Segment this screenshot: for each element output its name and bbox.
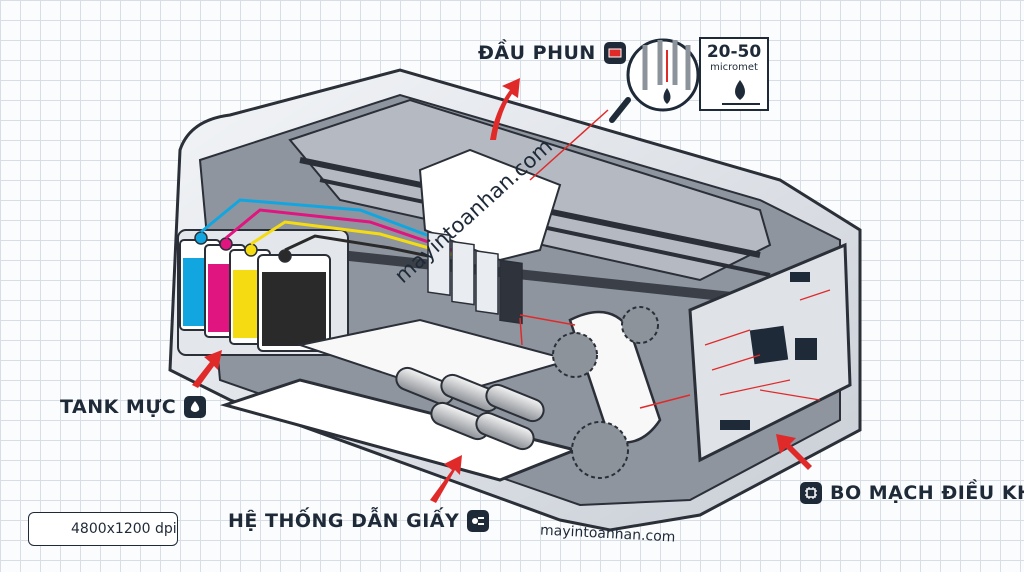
arrow-to-paper: [430, 455, 462, 503]
feed-rollers: [395, 366, 545, 451]
control-board: [688, 242, 852, 463]
microchip-icon: [800, 482, 822, 504]
yellow-tube: [250, 220, 465, 260]
black-tank: [257, 249, 331, 352]
magnifier-icon: [609, 38, 700, 123]
board-label-text: BO MẠCH ĐIỀU KHIỂN: [830, 482, 1024, 504]
paper-system-label: HỆ THỐNG DẪN GIẤY: [228, 510, 490, 532]
paper-system-label-text: HỆ THỐNG DẪN GIẤY: [228, 510, 460, 532]
zoom-scale-panel: [699, 37, 769, 111]
chip-icon: [603, 42, 626, 64]
arrow-to-board: [776, 434, 812, 470]
cyan-tube: [200, 198, 441, 242]
nozzle-label-text: ĐẦU PHUN: [478, 42, 596, 64]
paper-feed-icon: [467, 510, 490, 532]
callout-arrows: [192, 78, 812, 503]
dpi-badge: 4800x1200 dpi: [28, 512, 178, 546]
arrow-to-nozzle: [490, 78, 520, 140]
arrow-to-tank: [192, 350, 222, 388]
magenta-tube: [225, 208, 453, 252]
ink-tanks: [177, 198, 477, 356]
tank-label-text: TANK MỰC: [60, 396, 177, 418]
print-head-carriage: [418, 148, 562, 325]
drop-scale-icon: [735, 80, 745, 100]
zoom-unit: micromet: [710, 62, 758, 73]
paper-feed-system: [219, 306, 662, 482]
board-label: BO MẠCH ĐIỀU KHIỂN: [800, 482, 1024, 504]
nozzle-label: ĐẦU PHUN: [478, 42, 626, 64]
drive-gears: [552, 306, 659, 479]
tank-label: TANK MỰC: [60, 396, 207, 418]
dpi-text: 4800x1200 dpi: [71, 521, 177, 537]
ink-drop-icon: [184, 396, 207, 418]
zoom-size: 20-50: [706, 42, 762, 62]
